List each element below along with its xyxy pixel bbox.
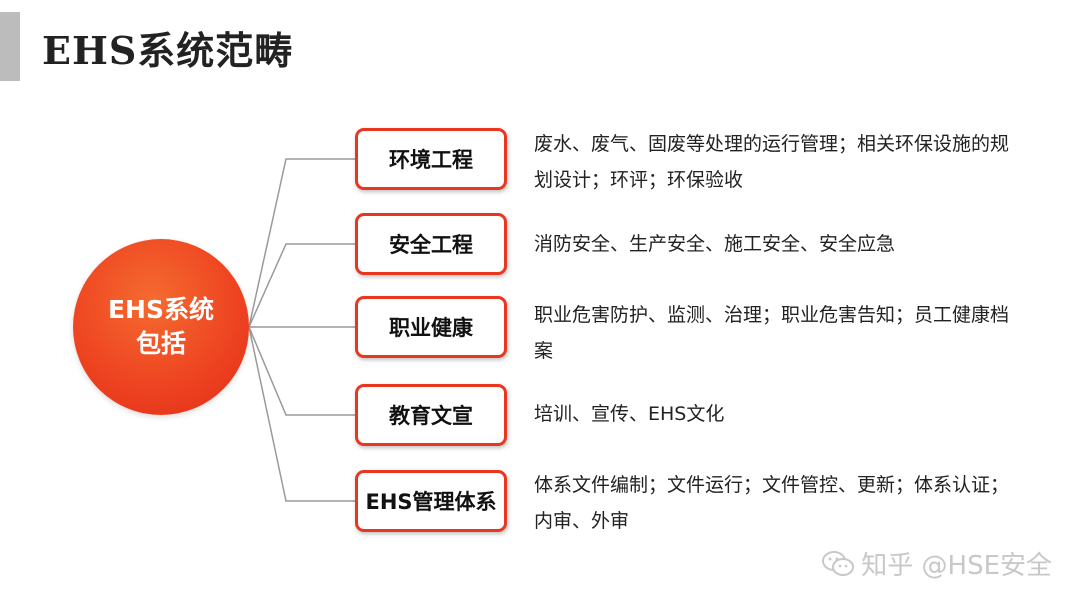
- connector-line-5: [248, 326, 355, 502]
- hub-circle: EHS系统 包括: [73, 239, 249, 415]
- description-environment: 废水、废气、固废等处理的运行管理；相关环保设施的规划设计；环评；环保验收: [534, 133, 1010, 191]
- connector-line-1: [248, 158, 355, 328]
- category-box-environment: 环境工程: [355, 128, 507, 190]
- connector-line-2: [248, 243, 355, 328]
- description-management: 体系文件编制；文件运行；文件管控、更新；体系认证；内审、外审: [534, 474, 1010, 532]
- hub-label-line1: EHS系统: [107, 295, 214, 324]
- title-accent-bar: [0, 12, 20, 81]
- category-box-management: EHS管理体系: [355, 470, 507, 532]
- wechat-icon: [822, 550, 855, 576]
- page-title: EHS系统范畴: [42, 28, 294, 73]
- category-box-health: 职业健康: [355, 296, 507, 358]
- watermark-text: 知乎 @HSE安全: [861, 551, 1052, 581]
- connector-line-4: [248, 326, 355, 416]
- hub-label-line2: 包括: [135, 329, 186, 358]
- watermark: 知乎 @HSE安全: [821, 545, 1052, 582]
- description-safety: 消防安全、生产安全、施工安全、安全应急: [534, 233, 896, 255]
- description-health: 职业危害防护、监测、治理；职业危害告知；员工健康档案: [534, 304, 1010, 362]
- category-box-safety: 安全工程: [355, 213, 507, 275]
- description-education: 培训、宣传、EHS文化: [534, 403, 725, 425]
- category-box-education: 教育文宣: [355, 384, 507, 446]
